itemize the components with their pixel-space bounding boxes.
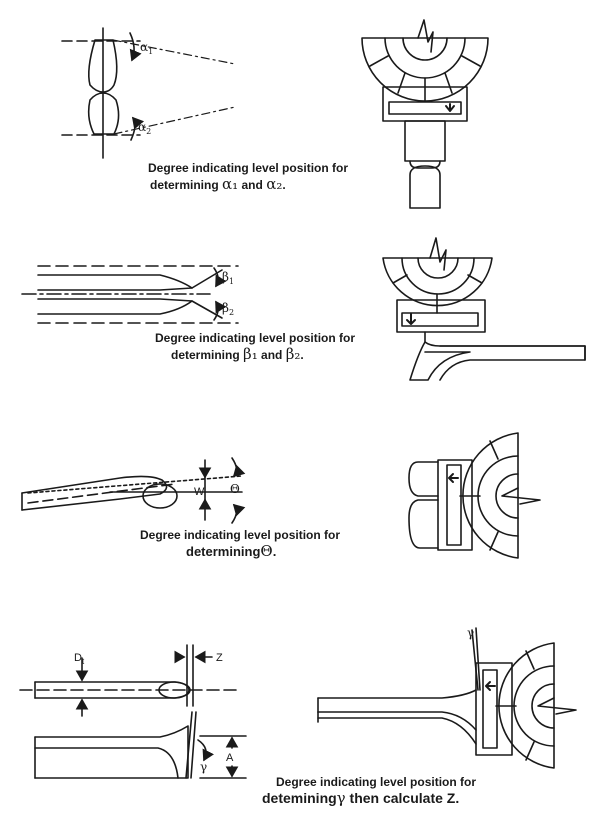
gamma-a-tool-sketch <box>34 711 247 779</box>
dt-z-tool-sketch <box>19 644 239 717</box>
alpha-tool-sketch <box>61 27 236 159</box>
pointer-needle-icon <box>417 19 434 53</box>
gauge-1 <box>361 19 489 209</box>
gauge-4 <box>317 627 577 769</box>
alpha1-label: α1 <box>140 40 153 56</box>
pointer-needle-icon <box>537 697 577 715</box>
dt-label: Dt <box>74 652 85 666</box>
caption-theta: Degree indicating level position for det… <box>140 528 341 560</box>
beta-tool-sketch <box>21 265 239 324</box>
caption-beta: Degree indicating level position for det… <box>155 331 356 363</box>
gauge-2 <box>382 237 586 381</box>
arrow-down-icon <box>406 313 416 325</box>
z-label: Z <box>216 652 223 664</box>
arrow-down-icon <box>445 103 455 112</box>
caption-alpha: Degree indicating level position for det… <box>148 161 349 193</box>
w-label: W <box>194 486 205 498</box>
arrow-left-icon <box>485 681 496 691</box>
arrow-left-icon <box>448 473 459 483</box>
beta2-label: β2 <box>222 301 234 317</box>
gamma-lower-label: γ <box>200 760 207 774</box>
theta-tool-sketch <box>21 457 246 524</box>
pointer-needle-icon <box>501 487 541 505</box>
caption-gamma: Degree indicating level position for det… <box>262 775 477 807</box>
a-label: A <box>226 752 234 764</box>
gamma-upper-label: γ <box>467 626 474 640</box>
pointer-needle-icon <box>429 237 447 271</box>
alpha2-label: α2 <box>138 120 151 136</box>
gauge-3 <box>408 432 541 559</box>
theta-label: Θ <box>230 482 240 496</box>
beta1-label: β1 <box>222 270 234 286</box>
